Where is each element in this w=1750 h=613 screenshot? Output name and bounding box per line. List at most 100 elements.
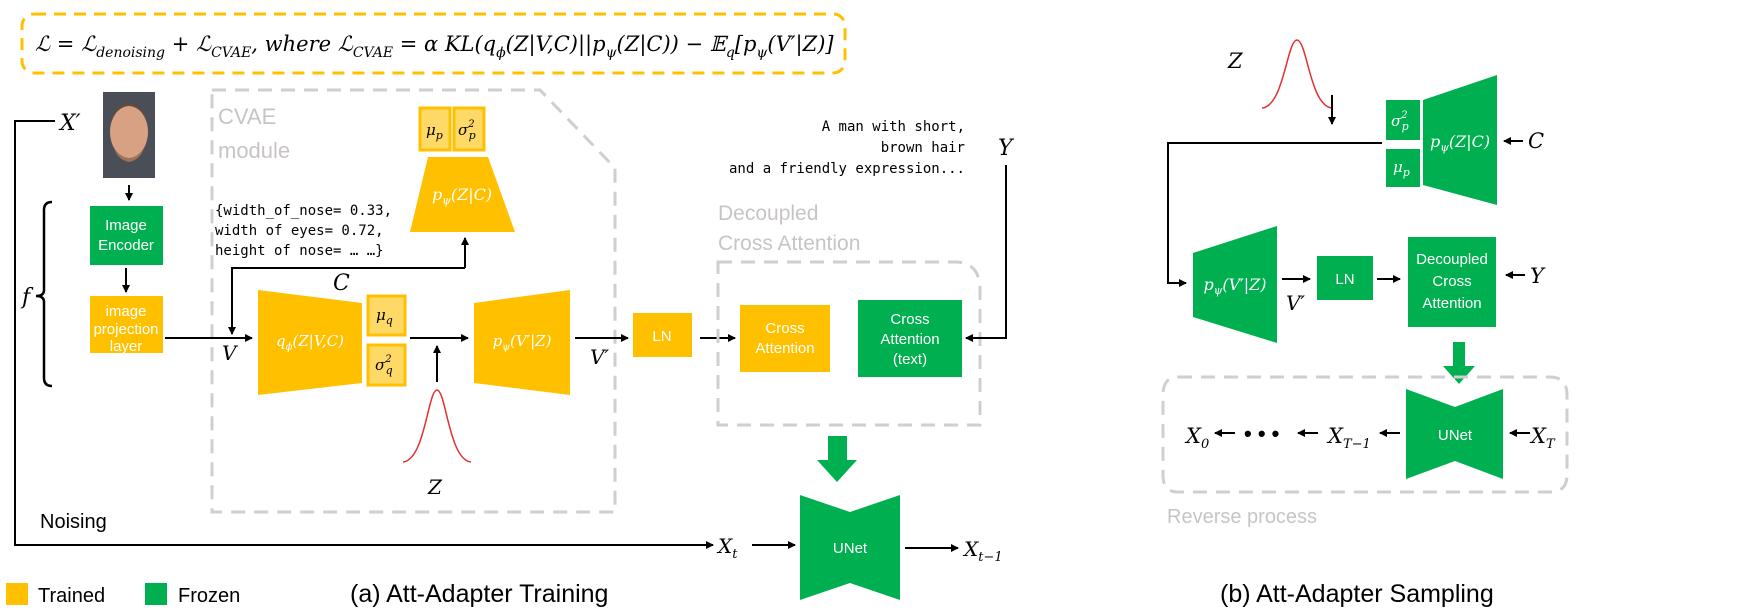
svg-text:(text): (text) (893, 351, 927, 368)
cvae-label: module (218, 138, 290, 163)
layer-norm: LN (633, 313, 692, 357)
cvae-module-region (210, 88, 617, 514)
svg-text:brown hair: brown hair (881, 140, 965, 156)
svg-text:μp: μp (1393, 158, 1410, 179)
mu-p-box: μp (1386, 149, 1420, 187)
svg-text:Cross: Cross (765, 320, 804, 337)
svg-text:image: image (106, 303, 147, 320)
c-label: C (333, 271, 350, 296)
posterior-encoder: qϕ(Z|V,C) (258, 290, 362, 395)
f-label: f (20, 285, 34, 310)
svg-text:Cross: Cross (890, 311, 929, 328)
svg-text:{width_of_nose= 0.33,: {width_of_nose= 0.33, (215, 203, 392, 219)
svg-text:σ2q: σ2q (375, 354, 393, 377)
decoupled-cross-attention: Decoupled Cross Attention (1408, 237, 1496, 327)
v-prime-label: V′ (1286, 291, 1305, 315)
down-arrow (1443, 342, 1475, 384)
legend-frozen-label: Frozen (178, 585, 240, 607)
svg-text:and a friendly expression...: and a friendly expression... (729, 161, 965, 177)
sampling-caption: (b) Att-Adapter Sampling (1220, 580, 1494, 608)
brace (35, 200, 53, 388)
svg-text:LN: LN (652, 328, 671, 345)
x-0-label: X0 (1184, 424, 1209, 452)
training-panel: CVAE module X′ f Image Encoder image pro… (14, 88, 1015, 608)
gaussian-icon (402, 389, 472, 463)
noising-path (14, 120, 714, 549)
gaussian-icon (1261, 39, 1333, 109)
svg-text:μq: μq (376, 306, 393, 327)
unet: UNet (800, 495, 900, 600)
svg-text:σ2p: σ2p (458, 119, 476, 142)
svg-text:A man with short,: A man with short, (822, 119, 965, 135)
svg-text:qϕ(Z|V,C): qϕ(Z|V,C) (276, 332, 344, 353)
mu-q-box: μq (366, 294, 407, 337)
svg-text:Attention: Attention (880, 331, 939, 348)
prior-network: pψ(Z|C) (1423, 75, 1497, 205)
svg-text:layer: layer (110, 338, 143, 355)
noising-label: Noising (40, 511, 107, 533)
text-prompt: A man with short, brown hair and a frien… (729, 119, 965, 177)
reverse-process-label: Reverse process (1167, 506, 1317, 528)
legend-trained-label: Trained (38, 585, 105, 607)
y-label: Y (998, 136, 1015, 161)
cross-attention-text: Cross Attention (text) (858, 300, 962, 377)
y-label: Y (1530, 264, 1546, 288)
svg-text:Cross: Cross (1432, 273, 1471, 290)
legend: Trained Frozen (6, 583, 240, 607)
cvae-label: CVAE (218, 104, 276, 129)
ellipsis: • • • (1244, 421, 1279, 446)
svg-text:UNet: UNet (833, 540, 868, 557)
svg-text:height of nose= … …}: height of nose= … …} (215, 243, 384, 259)
face-image (103, 92, 155, 178)
cross-attention-image: Cross Attention (740, 305, 830, 372)
z-label: Z (1227, 49, 1243, 73)
svg-text:ℒ = ℒdenoising + ℒCVAE, where: ℒ = ℒdenoising + ℒCVAE, where ℒCVAE = α … (35, 32, 834, 61)
svg-text:Decoupled: Decoupled (1416, 251, 1488, 268)
reverse-process-region (1161, 375, 1569, 494)
loss-formula: ℒ = ℒdenoising + ℒCVAE, where ℒCVAE = α … (20, 12, 847, 75)
z-label: Z (427, 475, 443, 499)
svg-text:pψ(Z|C): pψ(Z|C) (432, 185, 492, 207)
decoupled-cross-attention-region (716, 260, 982, 427)
svg-text:pψ(V′|Z): pψ(V′|Z) (1203, 275, 1266, 297)
svg-text:Image: Image (105, 217, 147, 234)
svg-text:LN: LN (1335, 271, 1354, 288)
attribute-text: {width_of_nose= 0.33, width of eyes= 0.7… (215, 203, 392, 259)
decoupled-label: Cross Attention (718, 232, 860, 255)
svg-text:σ2p: σ2p (1391, 110, 1409, 133)
svg-text:UNet: UNet (1438, 427, 1473, 444)
decoder: pψ(V′|Z) (1193, 226, 1277, 343)
down-arrow (817, 436, 857, 482)
svg-text:pψ(Z|C): pψ(Z|C) (1430, 132, 1490, 154)
unet: UNet (1406, 389, 1503, 479)
prior-network: pψ(Z|C) (410, 157, 515, 232)
legend-trained-swatch (6, 583, 28, 605)
svg-text:projection: projection (93, 321, 158, 338)
v-prime-label: V′ (590, 345, 609, 369)
svg-text:μp: μp (426, 121, 443, 142)
svg-text:width of eyes= 0.72,: width of eyes= 0.72, (215, 223, 384, 239)
svg-text:pψ(V′|Z): pψ(V′|Z) (493, 332, 552, 353)
svg-text:Attention: Attention (1422, 295, 1481, 312)
legend-frozen-swatch (145, 583, 167, 605)
training-caption: (a) Att-Adapter Training (350, 580, 608, 608)
decoder: pψ(V′|Z) (474, 290, 570, 395)
svg-text:Attention: Attention (755, 340, 814, 357)
svg-text:Encoder: Encoder (98, 237, 154, 254)
x-t-label: Xt (716, 534, 738, 562)
v-label: V (222, 341, 239, 365)
x-T-label: XT (1529, 424, 1556, 452)
image-encoder: Image Encoder (90, 206, 163, 265)
x-t-minus-1-label: Xt−1 (962, 537, 1003, 565)
x-prime-label: X′ (58, 111, 81, 136)
x-T-minus-1-label: XT−1 (1326, 424, 1371, 452)
mu-p-box: μp (418, 106, 452, 152)
layer-norm: LN (1317, 256, 1373, 300)
c-label: C (1528, 129, 1544, 153)
decoupled-label: Decoupled (718, 202, 818, 225)
